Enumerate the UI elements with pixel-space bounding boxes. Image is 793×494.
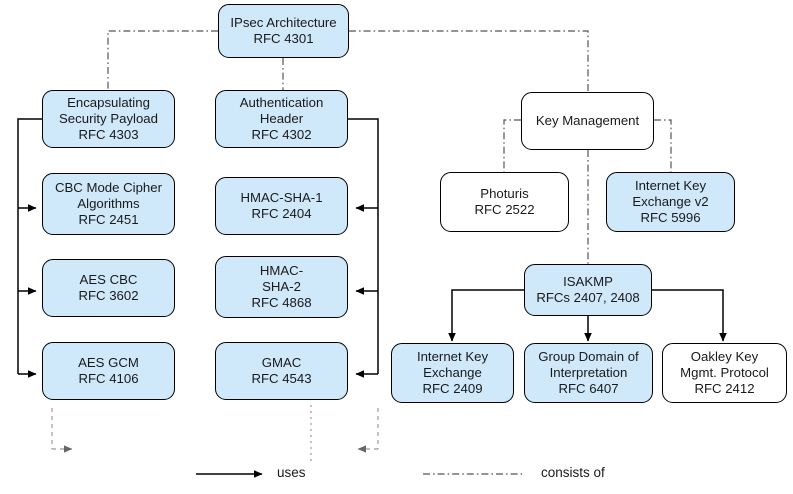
node-line-1: HMAC-SHA-1 [240,190,323,205]
node-line-1: Authentication [239,95,324,110]
node-line-2: Header [259,111,304,126]
node-oakley-key-mgmt-protocol[interactable]: Oakley Key Mgmt. Protocol RFC 2412 [662,343,787,403]
node-line-3: RFC 4302 [251,127,312,142]
node-hmac-sha-1[interactable]: HMAC-SHA-1 RFC 2404 [215,177,348,235]
uses-edges-esp [17,118,42,378]
node-line-1: Oakley Key [690,349,759,364]
node-line-2: RFC 4543 [251,371,312,386]
node-line-2: RFCs 2407, 2408 [536,290,640,305]
node-line-1: Key Management [535,113,640,128]
node-line-1: Group Domain of [538,349,639,364]
node-line-1: Internet Key [634,178,707,193]
legend-uses-label: uses [277,465,306,480]
node-line-1: Photuris [480,186,529,201]
node-line-2: Algorithms [77,196,140,211]
node-line-2: Interpretation [549,365,628,380]
node-line-3: RFC 6407 [558,381,619,396]
node-line-2: RFC 4106 [78,371,139,386]
node-line-2: RFC 2404 [251,206,312,221]
node-line-3: RFC 5996 [640,210,701,225]
node-line-1: GMAC [261,355,302,370]
node-encapsulating-security-payload[interactable]: Encapsulating Security Payload RFC 4303 [42,90,175,148]
node-isakmp[interactable]: ISAKMP RFCs 2407, 2408 [524,264,652,316]
node-line-3: RFC 2409 [422,381,483,396]
node-line-3: RFC 4868 [251,295,312,310]
node-hmac-sha-2[interactable]: HMAC- SHA-2 RFC 4868 [215,256,348,318]
node-line-3: RFC 4303 [78,127,139,142]
node-line-2: RFC 2522 [474,202,535,217]
node-line-2: Security Payload [59,111,158,126]
node-group-domain-of-interpretation[interactable]: Group Domain of Interpretation RFC 6407 [524,343,653,403]
node-authentication-header[interactable]: Authentication Header RFC 4302 [215,90,348,148]
node-key-management[interactable]: Key Management [521,92,654,150]
node-line-1: AES GCM [78,355,139,370]
node-internet-key-exchange[interactable]: Internet Key Exchange RFC 2409 [391,343,514,403]
node-line-2: RFC 4301 [253,31,314,46]
node-line-1: Internet Key [416,349,489,364]
node-line-2: Mgmt. Protocol [680,365,769,380]
node-photuris[interactable]: Photuris RFC 2522 [440,172,569,232]
node-line-3: RFC 2412 [694,381,755,396]
node-line-1: CBC Mode Cipher [54,180,162,195]
node-cbc-mode-cipher-algorithms[interactable]: CBC Mode Cipher Algorithms RFC 2451 [42,173,175,235]
node-line-2: Exchange [423,365,482,380]
node-line-3: RFC 2451 [78,212,139,227]
node-line-1: Encapsulating [67,95,150,110]
faded-continuation-edges [51,405,379,462]
node-ipsec-architecture[interactable]: IPsec Architecture RFC 4301 [218,4,349,58]
node-line-1: HMAC- [259,263,304,278]
node-line-1: ISAKMP [563,274,613,289]
node-line-2: Exchange v2 [632,194,709,209]
node-line-2: SHA-2 [262,279,301,294]
node-line-1: IPsec Architecture [230,15,337,30]
node-aes-cbc[interactable]: AES CBC RFC 3602 [42,259,175,317]
node-line-1: AES CBC [79,272,138,287]
node-aes-gcm[interactable]: AES GCM RFC 4106 [42,342,175,400]
legend-consists-of-label: consists of [541,465,605,480]
node-gmac[interactable]: GMAC RFC 4543 [215,342,348,400]
node-internet-key-exchange-v2[interactable]: Internet Key Exchange v2 RFC 5996 [606,172,735,232]
uses-edges-ah [348,118,379,378]
node-line-2: RFC 3602 [78,288,139,303]
